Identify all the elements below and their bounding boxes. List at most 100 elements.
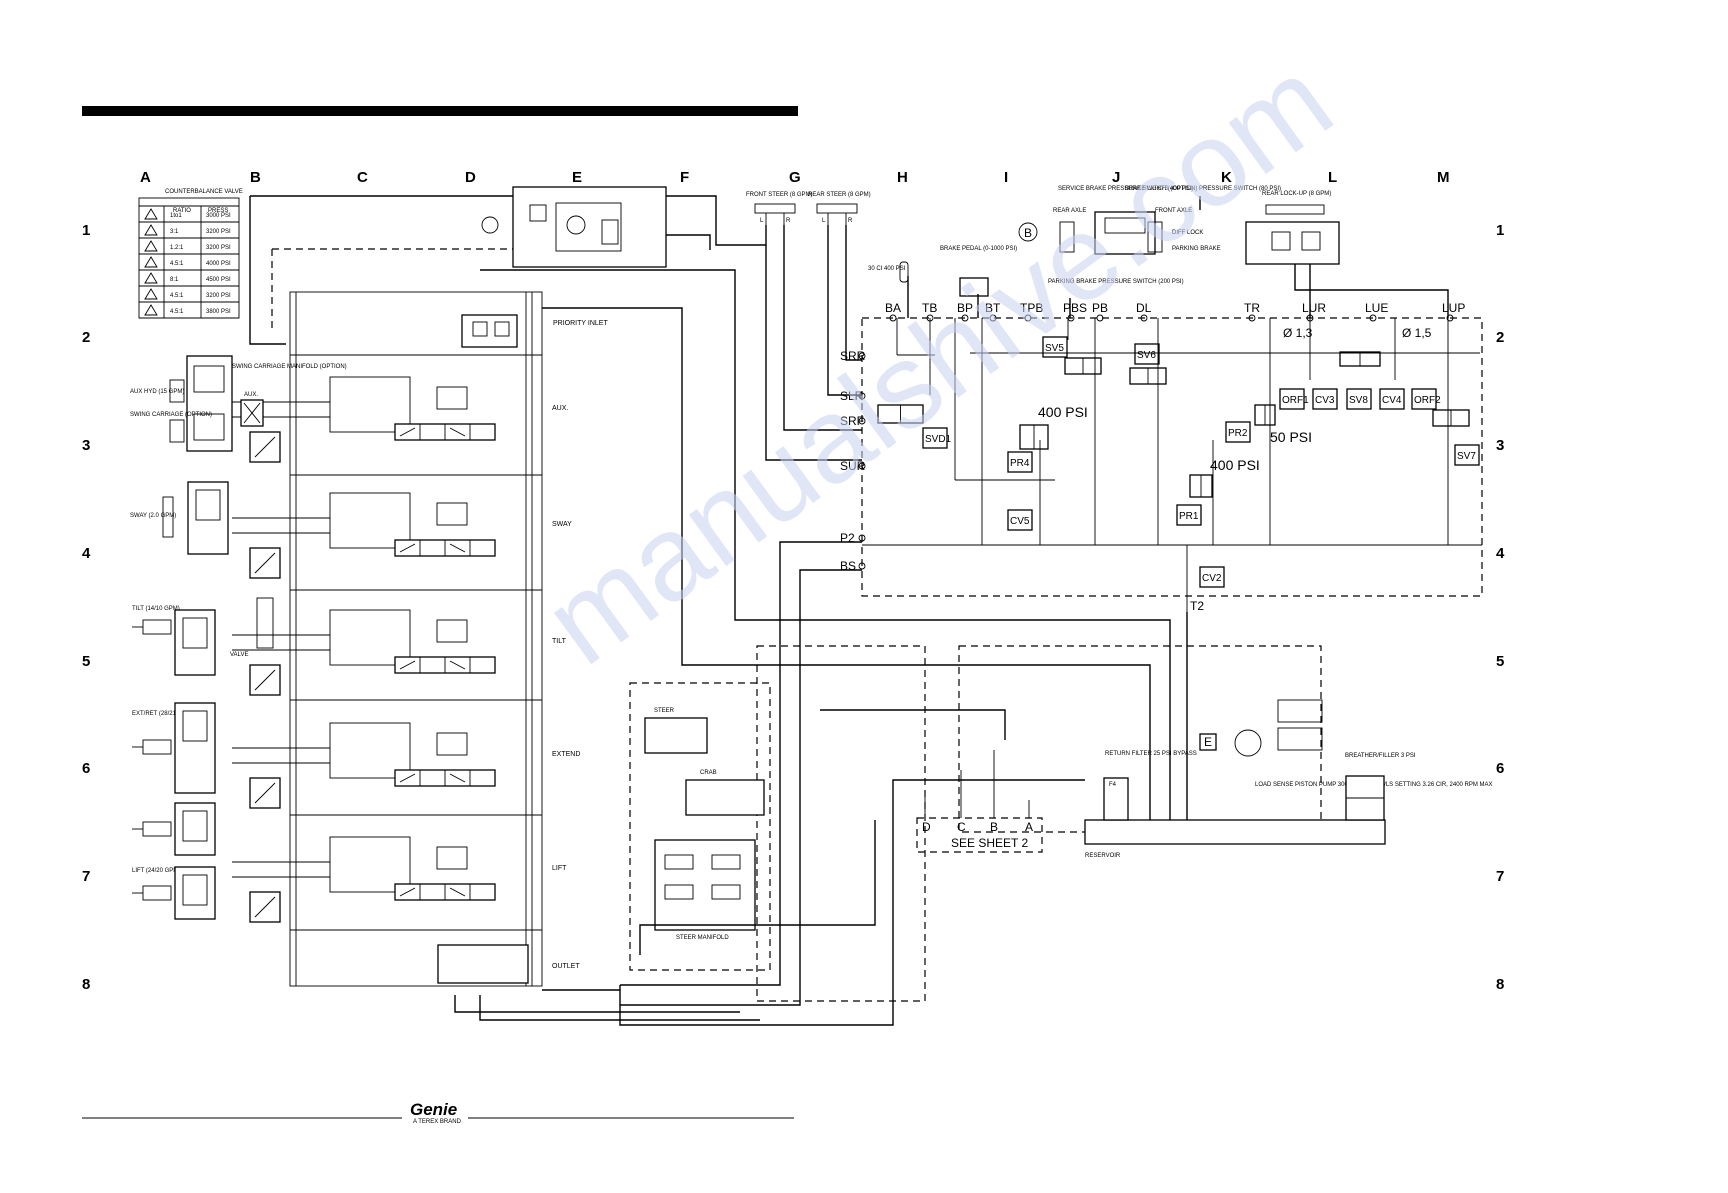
- front-steer-port-l: L: [760, 218, 764, 224]
- manifold-port-pbs: PBS: [1063, 301, 1087, 315]
- actuator-cylinders: AUX HYD (15 GPM)SWING CARRIAGE (OPTION)S…: [130, 389, 274, 920]
- flow-arrow-icon: [399, 427, 416, 437]
- relief-arrow-icon: [254, 896, 276, 918]
- component-box-cv4: [1379, 388, 1405, 410]
- orifice-2: Ø 1,5: [1402, 326, 1432, 340]
- legend-header-ratio: RATIO: [173, 208, 191, 214]
- section-label: AUX.: [552, 405, 568, 412]
- pilot-control-block: [481, 186, 667, 268]
- front-axle-label: FRONT AXLE: [1155, 208, 1192, 214]
- orifice-1: Ø 1,3: [1283, 326, 1313, 340]
- component-label-orf2: ORF2: [1414, 395, 1441, 406]
- manifold-port-tpb: TPB: [1020, 301, 1043, 315]
- port-marker: [858, 562, 866, 570]
- warning-triangle-icon: [144, 224, 158, 236]
- parking-brake-switch-label: PARKING BRAKE PRESSURE SWITCH (200 PSI): [1048, 279, 1184, 285]
- counterbalance-valve-block: [174, 702, 216, 794]
- warning-triangle-icon: [144, 288, 158, 300]
- port-marker: [1369, 314, 1377, 322]
- section-pilot-block: [329, 492, 411, 549]
- grid-row-right-2: 2: [1496, 329, 1504, 346]
- legend-press-cell: 3000 PSI: [206, 213, 231, 219]
- component-label-pr4: PR4: [1010, 458, 1030, 469]
- component-box-sv5: [1042, 336, 1068, 358]
- component-box-sv7: [1454, 444, 1480, 466]
- flow-arrow-icon: [449, 773, 466, 783]
- footer-tagline: A TEREX BRAND: [413, 1119, 462, 1125]
- component-box-pr2: [1225, 421, 1251, 443]
- component-box-svd1: [922, 427, 948, 449]
- cylinder-barrel: [142, 885, 172, 901]
- manifold-port-tr: TR: [1244, 301, 1260, 315]
- diff-lock-label: DIFF LOCK: [1172, 230, 1203, 236]
- steer-manifold-title: STEER MANIFOLD: [676, 935, 729, 941]
- main-valve-manifold: PRIORITY INLET: [289, 291, 608, 987]
- footer-logo: Genie: [410, 1100, 457, 1119]
- counterbalance-valve-block: [174, 866, 216, 920]
- grid-row-left-3: 3: [82, 437, 90, 454]
- component-box-pr1: [1176, 504, 1202, 526]
- legend-ratio-cell: 4.5:1: [170, 261, 184, 267]
- legend-ratio-cell: 4.5:1: [170, 309, 184, 315]
- section-label: SWAY: [552, 521, 572, 528]
- grid-column-a: A: [140, 169, 151, 186]
- pump-symbol: [1234, 729, 1262, 757]
- component-box-sv8: [1346, 388, 1372, 410]
- tilt-valve-block: [256, 597, 274, 649]
- port-marker: [1446, 314, 1454, 322]
- crab-label: CRAB: [700, 770, 717, 776]
- grid-column-d: D: [465, 169, 476, 186]
- legend-press-cell: 3200 PSI: [206, 245, 231, 251]
- warning-triangle-icon: [144, 256, 158, 268]
- component-label-cv5: CV5: [1010, 516, 1030, 527]
- cylinder-barrel: [142, 619, 172, 635]
- port-marker: [858, 534, 866, 542]
- component-label-svd1: SVD1: [925, 434, 952, 445]
- section-pilot-block: [329, 376, 411, 433]
- breather-label: BREATHER/FILLER 3 PSI: [1345, 753, 1416, 759]
- header-bar: [82, 106, 798, 116]
- flow-arrow-icon: [399, 660, 416, 670]
- section-label: TILT: [552, 638, 567, 645]
- component-box-orf2: [1411, 388, 1437, 410]
- cylinder-label: AUX HYD (15 GPM): [130, 389, 184, 395]
- cylinder-label: SWAY (2.0 GPM): [130, 513, 176, 519]
- legend-press-cell: 3800 PSI: [206, 309, 231, 315]
- component-box-orf1: [1279, 388, 1305, 410]
- grid-row-right-1: 1: [1496, 222, 1504, 239]
- grid-row-right-7: 7: [1496, 868, 1504, 885]
- front-steer-port-r: R: [786, 218, 791, 224]
- flow-arrow-icon: [399, 773, 416, 783]
- component-box-cv2: [1199, 566, 1225, 588]
- swing-carriage-manifold: SWING CARRIAGE MANIFOLD (OPTION) AUX.: [169, 355, 347, 452]
- section-label: EXTEND: [552, 751, 580, 758]
- brake-steer-manifold: [861, 317, 1483, 597]
- cylinder-label: EXT/RET (28/21 GPM): [132, 711, 193, 717]
- port-marker: [858, 392, 866, 400]
- grid-row-right-5: 5: [1496, 653, 1504, 670]
- section-label-outlet: OUTLET: [552, 963, 580, 970]
- service-brake-label: SERVICE BRAKE PRESSURE SWITCH (400 PSI): [1058, 186, 1193, 192]
- legend-press-cell: 4500 PSI: [206, 277, 231, 283]
- brake-components: SERVICE BRAKE PRESSURE SWITCH (400 PSI) …: [868, 186, 1281, 297]
- rear-steer-port-l: L: [822, 218, 826, 224]
- parking-brake-label: PARKING BRAKE: [1172, 246, 1221, 252]
- legend-header-press: PRESS: [208, 208, 228, 214]
- manifold-port-lup: LUP: [1442, 301, 1465, 315]
- section-pilot-block: [329, 609, 411, 666]
- connecting-lines: [249, 195, 1449, 1026]
- port-marker: [858, 417, 866, 425]
- accumulator-label: 30 CI 400 PSI: [868, 266, 906, 272]
- pressure-pr4: 400 PSI: [1038, 404, 1088, 420]
- manifold-port-lue: LUE: [1365, 301, 1388, 315]
- component-label-cv2: CV2: [1202, 573, 1222, 584]
- flow-arrow-icon: [399, 543, 416, 553]
- manifold-port-dl: DL: [1136, 301, 1152, 315]
- relief-arrow-icon: [254, 436, 276, 458]
- flow-arrow-icon: [449, 887, 466, 897]
- manifold-port-slr: SLR: [840, 389, 864, 403]
- flow-arrow-icon: [449, 543, 466, 553]
